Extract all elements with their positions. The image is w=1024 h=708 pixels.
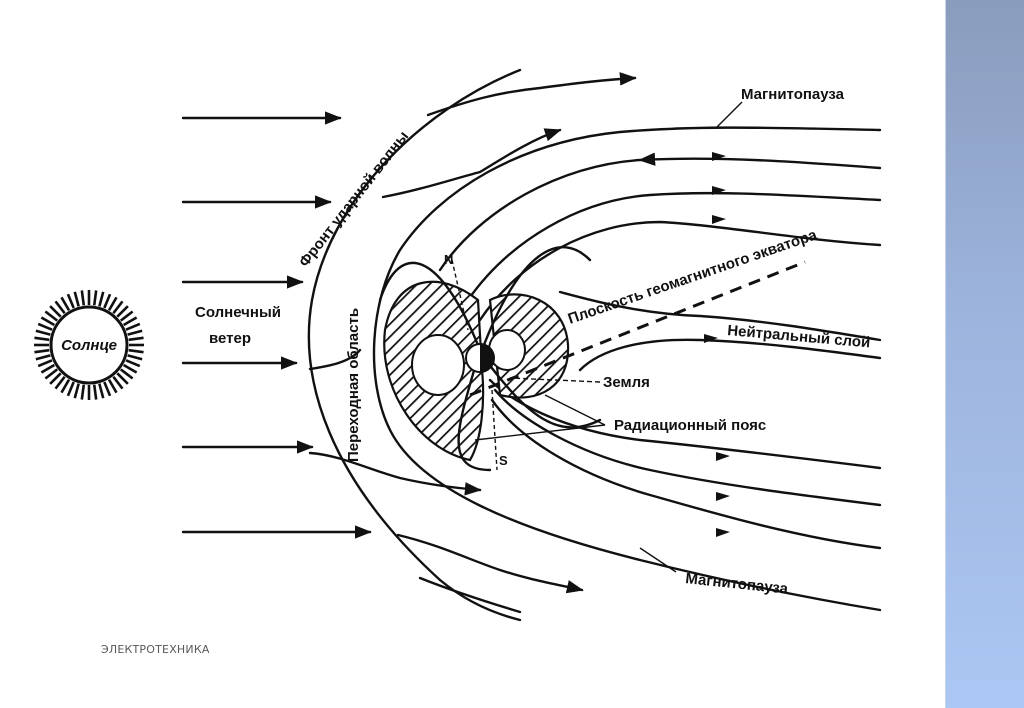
magnetosphere-diagram: Солнце Солнечный ветер Фронт ударной вол…	[34, 68, 882, 622]
shock-front-label: Фронт ударной волны	[296, 128, 413, 270]
sun-ray	[35, 329, 51, 336]
leader-line	[639, 547, 677, 573]
sheath-flow-line	[396, 533, 584, 594]
sun-label: Солнце	[61, 337, 117, 354]
sun-ray	[119, 368, 134, 380]
sun-ray	[128, 348, 144, 354]
sun-ray	[107, 378, 118, 394]
sun-ray	[98, 291, 105, 307]
sun-ray	[34, 336, 50, 342]
sun-ray	[127, 329, 143, 336]
field-line	[490, 398, 882, 550]
leader-line	[509, 377, 601, 383]
sun-ray	[73, 383, 80, 399]
radiation-belt	[383, 280, 570, 462]
leader-line	[544, 394, 606, 426]
magnetopause-boundary	[372, 126, 882, 612]
sun-ray	[122, 316, 138, 327]
field-line	[438, 152, 882, 272]
sheath-flow-line	[308, 348, 362, 371]
neutral-layer-line	[558, 290, 882, 342]
sun-ray	[98, 383, 105, 399]
magnetopause-label-top: Магнитопауза	[741, 86, 845, 103]
sun-ray	[40, 363, 56, 374]
sun-ray	[125, 359, 141, 368]
field-line	[480, 246, 592, 352]
sun-ray	[122, 363, 138, 374]
equator-plane-label: Плоскость геомагнитного экватора	[566, 226, 820, 328]
field-line	[457, 348, 492, 472]
sun-ray	[80, 384, 86, 400]
solar-wind-label: Солнечный	[195, 304, 281, 321]
geomagnetic-equator-line	[469, 260, 806, 397]
sun-ray	[44, 368, 59, 380]
sun-ray	[44, 310, 59, 322]
sun-ray	[35, 354, 51, 361]
magnetic-axis-line	[491, 389, 498, 471]
earth-label: Земля	[603, 374, 650, 391]
sheath-flow-line	[308, 451, 482, 496]
sheath-flow-line	[426, 72, 637, 117]
sun-ray	[49, 372, 62, 385]
solar-wind-arrows	[181, 111, 372, 539]
sun-ray	[107, 296, 118, 312]
sun-ray	[40, 316, 56, 327]
sun-ray	[112, 300, 124, 315]
earth-icon	[465, 343, 495, 373]
sun-ray	[128, 336, 144, 342]
sun-ray	[125, 322, 141, 331]
sun-ray	[49, 305, 62, 318]
sun-ray	[54, 300, 66, 315]
sun-ray	[66, 381, 75, 397]
leader-line	[474, 424, 606, 441]
sun-ray	[54, 375, 66, 390]
neutral-layer-line	[578, 338, 882, 372]
radiation-belt-label: Радиационный пояс	[614, 417, 766, 434]
sun-ray	[37, 322, 53, 331]
field-line	[466, 191, 882, 302]
south-pole-label: S	[499, 453, 508, 468]
sun-ray	[60, 296, 71, 312]
sun-ray	[112, 375, 124, 390]
sun-ray	[37, 359, 53, 368]
magnetic-axis-line	[451, 259, 469, 331]
transition-region-label: Переходная область	[345, 308, 362, 462]
sun-ray	[103, 293, 112, 309]
sheath-flow-line	[381, 128, 562, 199]
magnetopause-label-bottom: Магнитопауза	[685, 570, 790, 598]
sun-ray	[103, 381, 112, 397]
sun-icon: Солнце	[34, 290, 144, 400]
leader-line	[715, 101, 743, 129]
sun-ray	[116, 305, 129, 318]
sun-ray	[73, 291, 80, 307]
sun-ray	[116, 372, 129, 385]
sun-ray	[34, 348, 50, 354]
sun-ray	[119, 310, 134, 322]
sun-ray	[66, 293, 75, 309]
sun-ray	[92, 384, 98, 400]
north-pole-label: N	[444, 252, 453, 267]
field-line	[493, 388, 882, 507]
sheath-flow-line	[418, 576, 522, 614]
sun-ray	[127, 354, 143, 361]
decorative-side-band	[945, 0, 1024, 708]
solar-wind-label-2: ветер	[209, 330, 251, 347]
field-line	[480, 353, 602, 429]
sun-ray	[92, 290, 98, 306]
sun-ray	[80, 290, 86, 306]
slide-footer: ЭЛЕКТРОТЕХНИКА	[101, 643, 210, 656]
sun-ray	[60, 378, 71, 394]
